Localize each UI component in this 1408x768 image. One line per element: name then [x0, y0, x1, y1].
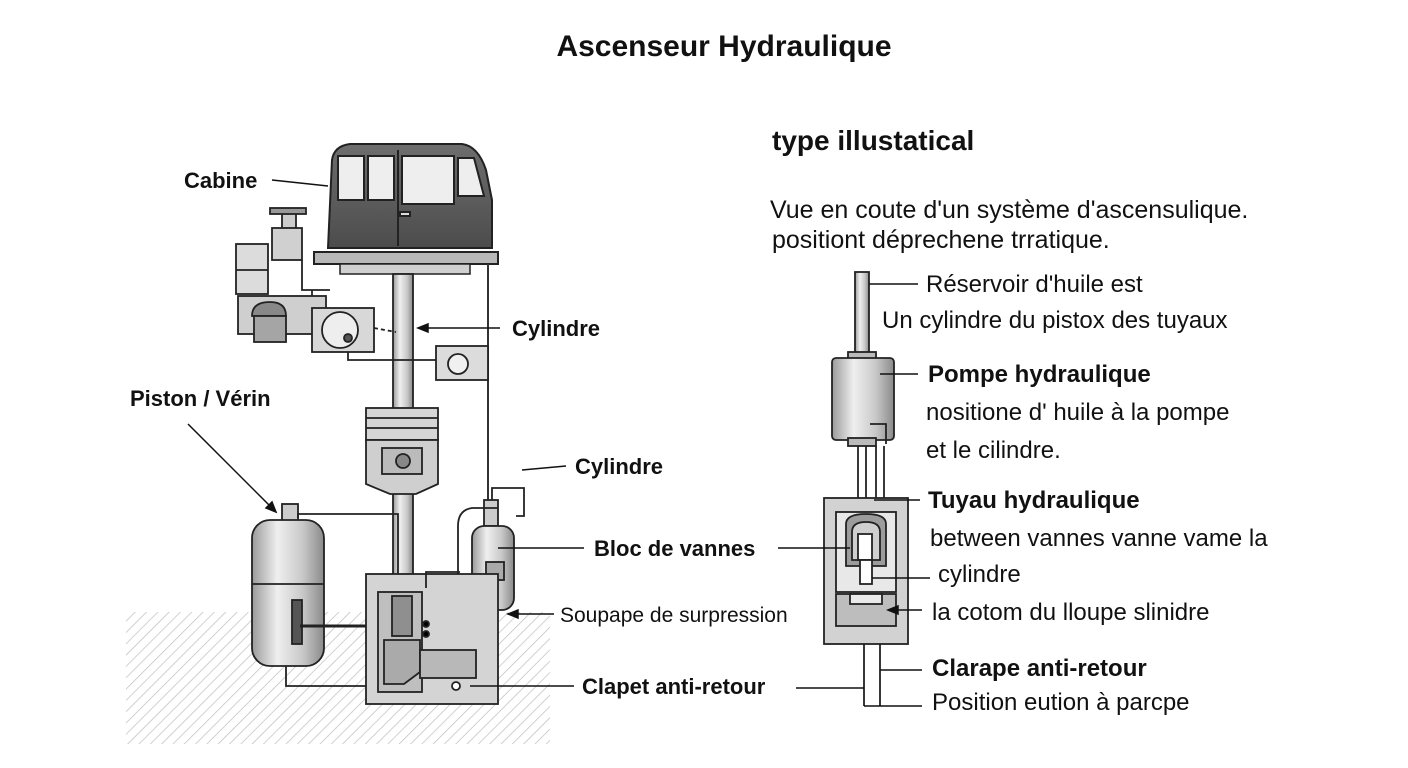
- platform: [313, 251, 499, 265]
- pompe-line2: et le cilindre.: [926, 437, 1061, 464]
- reservoir-line2: Un cylindre du pistox des tuyaux: [882, 307, 1228, 334]
- tuyau-line2: cylindre: [938, 561, 1021, 588]
- clarape-line1: Position eution à parcpe: [932, 689, 1190, 716]
- label-piston: Piston / Vérin: [130, 386, 271, 411]
- leader-lines-right: [778, 283, 930, 707]
- label-soupape: Soupape de surpression: [560, 604, 788, 627]
- leader-lines-left: [187, 179, 584, 687]
- cutaway-illustration: [823, 271, 909, 706]
- label-cabine: Cabine: [184, 168, 257, 193]
- tuyau-title: Tuyau hydraulique: [928, 487, 1140, 514]
- page-title: Ascenseur Hydraulique: [556, 30, 891, 63]
- pump-cluster: [235, 207, 440, 361]
- cotom-line: la cotom du lloupe slinidre: [932, 599, 1210, 626]
- right-description-line2: positiont déprechene trratique.: [772, 226, 1110, 254]
- pompe-line1: nositione d' huile à la pompe: [926, 399, 1229, 426]
- reservoir-line1: Réservoir d'huile est: [926, 271, 1143, 298]
- side-valve: [435, 345, 489, 381]
- label-bloc-vannes: Bloc de vannes: [594, 536, 755, 561]
- label-cylindre-top: Cylindre: [512, 316, 600, 341]
- label-cylindre-mid: Cylindre: [575, 454, 663, 479]
- label-clapet: Clapet anti-retour: [582, 674, 766, 699]
- piston-block: [365, 407, 439, 495]
- oil-tank: [251, 503, 480, 687]
- pit-housing: [365, 571, 499, 705]
- pompe-title: Pompe hydraulique: [928, 361, 1151, 388]
- cabin-shape: [326, 143, 493, 249]
- right-description-line1: Vue en coute d'un système d'ascensulique…: [770, 196, 1248, 224]
- tuyau-line1: between vannes vanne vame la: [930, 525, 1268, 552]
- clarape-title: Clarape anti-retour: [932, 655, 1147, 682]
- right-subtitle: type illustatical: [772, 125, 974, 156]
